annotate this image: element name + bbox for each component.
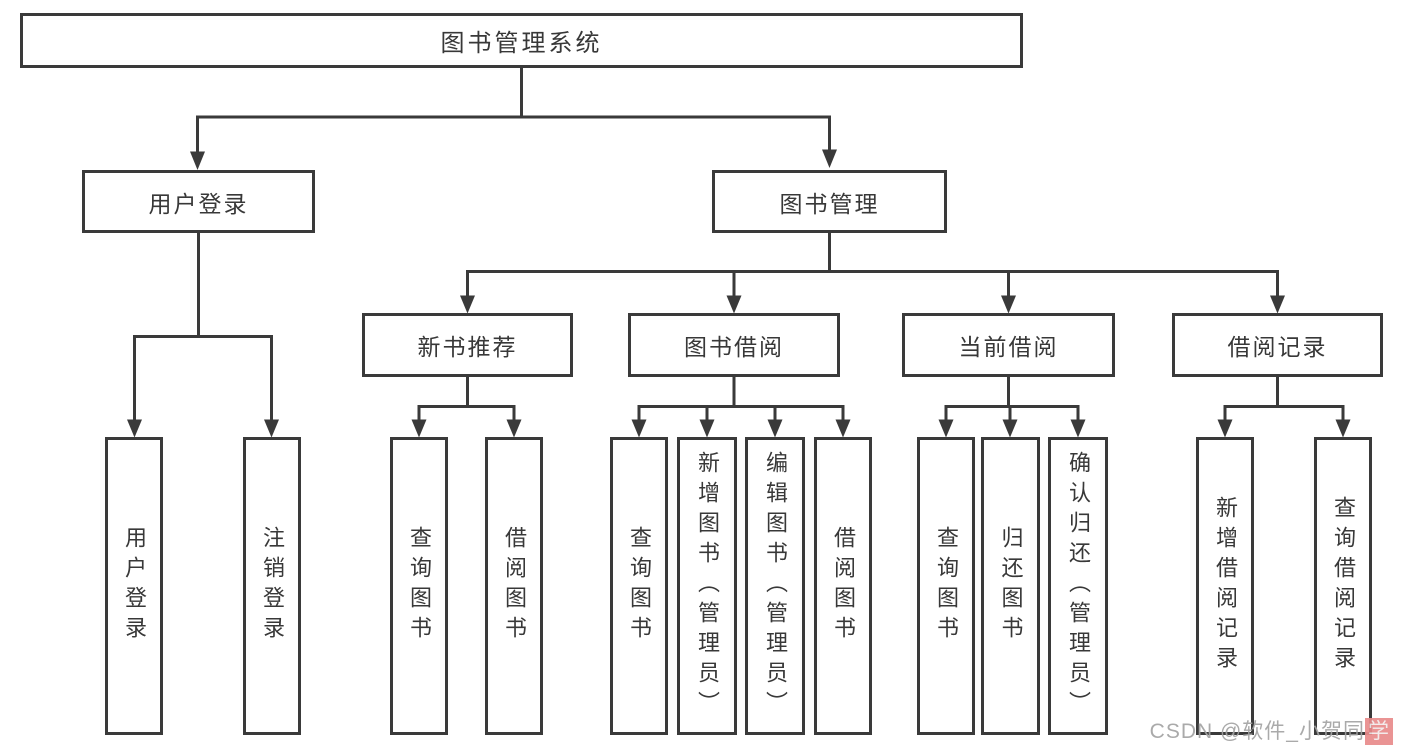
csdn-watermark-text: CSDN @软件_小贺同 [1149,720,1365,743]
leaf-bb-query-books-label: 查询图书 [627,526,652,646]
leaf-bb-edit-books-admin-label: 编辑图书（管理员） [763,451,788,721]
node-book-mgmt: 图书管理 [712,170,947,233]
leaf-nbr-borrow-books: 借阅图书 [485,437,543,735]
node-book-borrow: 图书借阅 [628,313,840,377]
node-current-borrow: 当前借阅 [902,313,1115,377]
node-book-mgmt-label: 图书管理 [779,190,880,217]
leaf-br-query-record-label: 查询借阅记录 [1331,496,1356,676]
node-root-label: 图书管理系统 [440,30,603,57]
leaf-cb-query-books-label: 查询图书 [934,526,959,646]
leaf-bb-query-books: 查询图书 [610,437,668,735]
leaf-bb-add-books-admin-label: 新增图书（管理员） [695,451,720,721]
node-new-book-rec-label: 新书推荐 [417,334,518,360]
leaf-bb-edit-books-admin: 编辑图书（管理员） [745,437,805,735]
csdn-watermark-highlight: 学 [1365,718,1393,745]
csdn-watermark: CSDN @软件_小贺同学 [1150,715,1393,745]
node-root: 图书管理系统 [20,13,1023,68]
leaf-nbr-query-books: 查询图书 [390,437,448,735]
leaf-bb-borrow-books: 借阅图书 [814,437,872,735]
leaf-cb-query-books: 查询图书 [917,437,975,735]
leaf-bb-add-books-admin: 新增图书（管理员） [677,437,737,735]
leaf-user-login-label: 用户登录 [122,526,147,646]
leaf-logout-label: 注销登录 [260,526,285,646]
node-borrow-record-label: 借阅记录 [1227,334,1328,360]
leaf-nbr-borrow-books-label: 借阅图书 [502,526,527,646]
leaf-user-login: 用户登录 [105,437,163,735]
leaf-logout: 注销登录 [243,437,301,735]
node-current-borrow-label: 当前借阅 [958,334,1059,360]
leaf-cb-confirm-return-admin: 确认归还（管理员） [1048,437,1108,735]
node-borrow-record: 借阅记录 [1172,313,1383,377]
leaf-cb-return-books: 归还图书 [981,437,1040,735]
leaf-bb-borrow-books-label: 借阅图书 [831,526,856,646]
leaf-cb-return-books-label: 归还图书 [998,526,1024,646]
leaf-br-add-record: 新增借阅记录 [1196,437,1254,735]
node-book-borrow-label: 图书借阅 [684,334,784,360]
node-user-login: 用户登录 [82,170,315,233]
arrowheads [127,149,1351,438]
node-new-book-rec: 新书推荐 [362,313,573,377]
leaf-cb-confirm-return-admin-label: 确认归还（管理员） [1066,451,1091,721]
leaf-br-add-record-label: 新增借阅记录 [1213,496,1238,676]
leaf-br-query-record: 查询借阅记录 [1314,437,1372,735]
leaf-nbr-query-books-label: 查询图书 [407,526,432,646]
node-user-login-label: 用户登录 [148,190,249,217]
